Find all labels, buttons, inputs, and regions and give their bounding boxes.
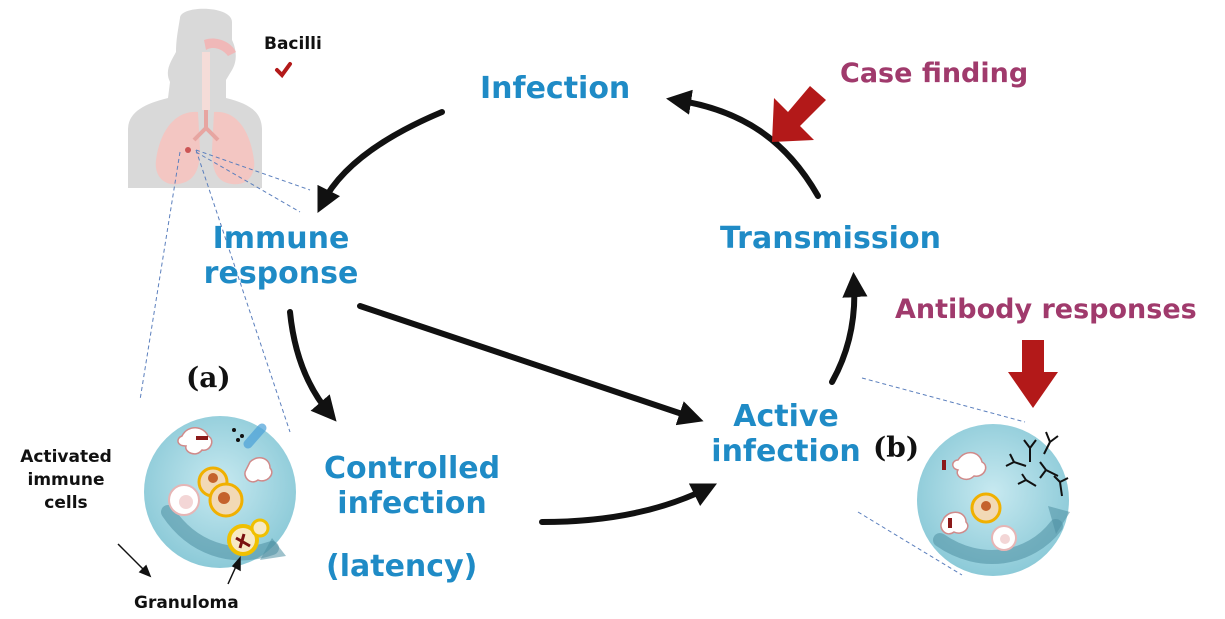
inset-b-active (917, 424, 1070, 576)
arrow-controlled-to-active (539, 483, 718, 525)
node-latency: (latency) (326, 549, 478, 584)
cycle-arrows (287, 89, 868, 525)
activated-line1: Activated (20, 447, 112, 467)
zoom-lines (139, 149, 1026, 576)
label-case-finding: Case finding (840, 58, 1029, 89)
arrow-infection-to-immune (317, 109, 445, 214)
node-controlled-line1: Controlled (323, 451, 501, 486)
human-silhouette-illustration (128, 8, 292, 189)
pointer-arrows (117, 543, 241, 585)
arrow-active-to-transmission (829, 271, 868, 385)
node-active-infection: Active infection (702, 399, 870, 469)
antibody-arrow (1008, 340, 1058, 408)
node-transmission: Transmission (720, 221, 941, 256)
activated-line3: cells (44, 492, 88, 513)
node-controlled-line2: infection (337, 485, 487, 521)
node-active-line2: infection (711, 433, 861, 469)
node-immune-line1: Immune (212, 221, 350, 256)
arrow-immune-to-active (357, 303, 704, 426)
node-infection: Infection (480, 71, 631, 106)
node-active-line1: Active (733, 399, 839, 434)
node-immune-response: Immune response (198, 221, 364, 291)
node-controlled-infection: Controlled infection (312, 451, 512, 521)
label-bacilli: Bacilli (264, 34, 322, 54)
inset-a-granuloma (144, 416, 296, 568)
arrow-transmission-to-infection (666, 89, 821, 199)
label-granuloma: Granuloma (134, 593, 239, 613)
arrow-immune-to-controlled (287, 309, 337, 422)
case-finding-arrow (772, 86, 826, 142)
label-panel-a: (a) (186, 361, 231, 394)
label-activated-immune-cells: Activated immune cells (8, 446, 124, 515)
node-immune-line2: response (203, 255, 359, 291)
intervention-arrows (772, 86, 1058, 408)
activated-line2: immune (27, 469, 105, 490)
label-antibody-responses: Antibody responses (895, 294, 1197, 325)
label-panel-b: (b) (873, 431, 920, 464)
